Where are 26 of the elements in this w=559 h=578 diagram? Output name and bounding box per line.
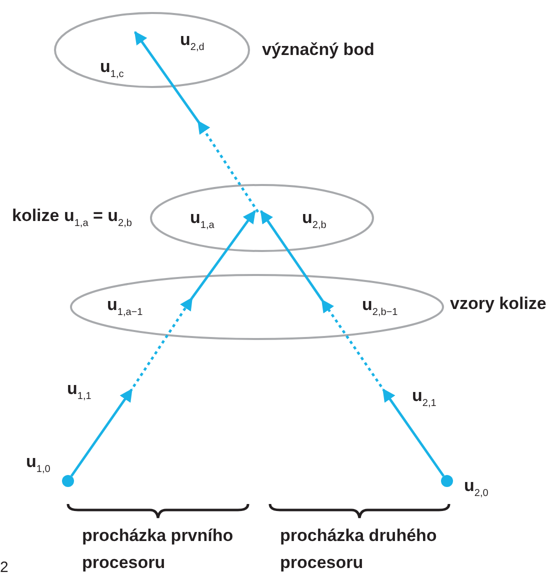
arrow [320, 299, 445, 477]
ellipse-region [150, 184, 374, 252]
annotation-text: vzory kolize [450, 294, 546, 314]
caption-text: procházka druhého procesoru [280, 525, 438, 574]
variable-label: u$_{1,1}$ [67, 379, 92, 399]
ellipse-region [54, 12, 250, 88]
arrow [70, 297, 194, 477]
variable-label: u$_{1,0}$ [26, 452, 50, 472]
variable-label: u$_{2,b−1}$ [362, 295, 398, 315]
start-point [62, 475, 74, 487]
variable-label: u$_{2,0}$ [464, 476, 488, 496]
arrow [260, 210, 324, 301]
variable-label: u$_{1,c}$ [100, 57, 124, 77]
variable-label: u$_{1,a−1}$ [107, 295, 143, 315]
ellipse-region [70, 274, 444, 340]
arrow [190, 210, 256, 299]
annotation-text: kolize u$_{1,a}$ = u$_{2,b}$ [12, 206, 132, 226]
variable-label: u$_{2,b}$ [302, 208, 326, 228]
arrow [134, 31, 260, 213]
caption-text: procházka prvního procesoru [82, 525, 234, 574]
page-number: 2 [0, 558, 8, 578]
variable-label: u$_{1,a}$ [190, 208, 214, 228]
annotation-text: význačný bod [262, 40, 374, 60]
variable-label: u$_{2,d}$ [180, 30, 204, 50]
variable-label: u$_{2,1}$ [412, 386, 436, 406]
start-point [441, 475, 453, 487]
